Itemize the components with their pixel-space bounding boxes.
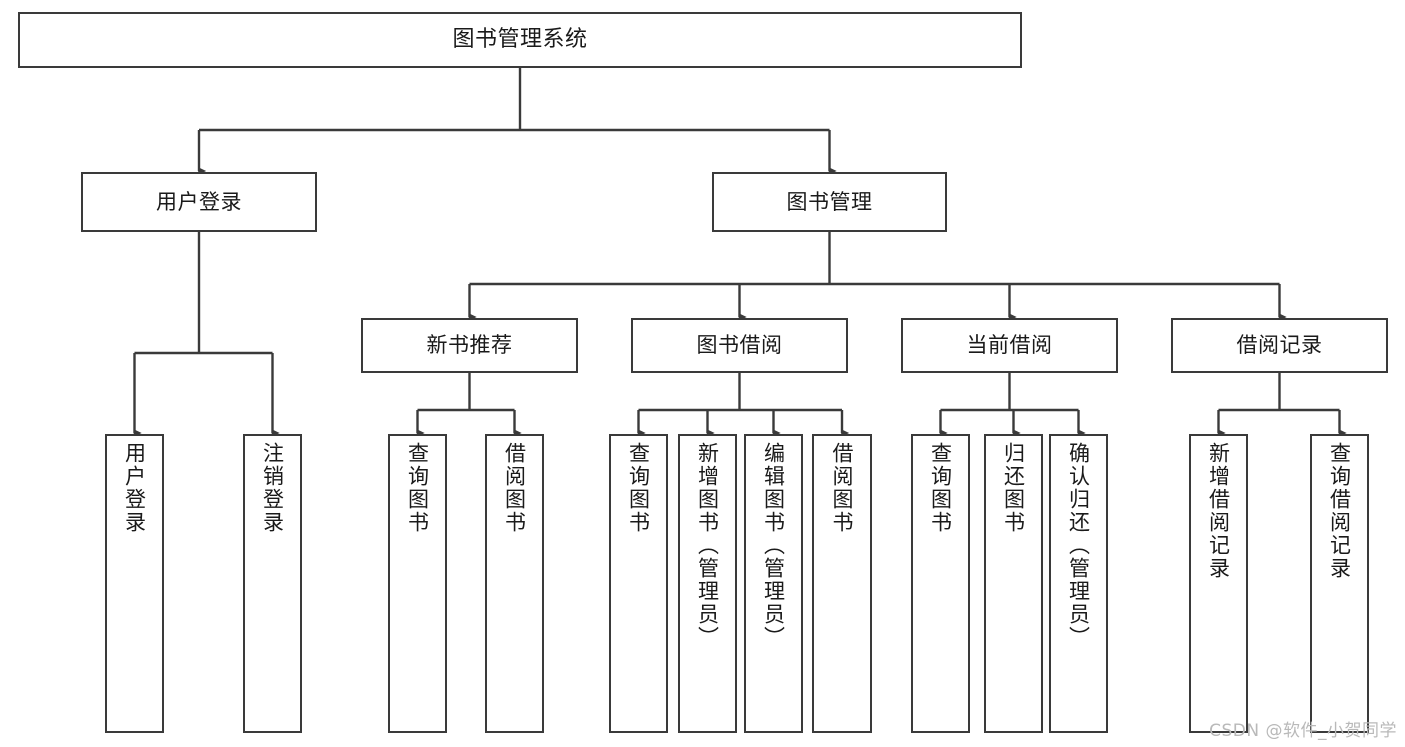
node-label: 图书管理	[786, 189, 873, 214]
node-user-login-module[interactable]: 用户登录	[81, 172, 317, 232]
node-label: 归还图书	[1001, 442, 1026, 534]
node-leaf-borrow-book[interactable]: 借阅图书	[812, 434, 872, 733]
node-label: 新增图书（管理员）	[695, 442, 720, 649]
node-label: 编辑图书（管理员）	[761, 442, 786, 649]
node-leaf-borrow-book-recommend[interactable]: 借阅图书	[485, 434, 544, 733]
node-new-book-recommendation[interactable]: 新书推荐	[361, 318, 578, 373]
node-leaf-edit-book-admin[interactable]: 编辑图书（管理员）	[744, 434, 803, 733]
node-leaf-query-book-current[interactable]: 查询图书	[911, 434, 970, 733]
node-loan-records[interactable]: 借阅记录	[1171, 318, 1388, 373]
node-current-loans[interactable]: 当前借阅	[901, 318, 1118, 373]
node-label: 新增借阅记录	[1206, 442, 1231, 580]
node-leaf-return-book[interactable]: 归还图书	[984, 434, 1043, 733]
node-leaf-query-book-borrow[interactable]: 查询图书	[609, 434, 668, 733]
node-leaf-add-book-admin[interactable]: 新增图书（管理员）	[678, 434, 737, 733]
node-label: 图书借阅	[696, 333, 783, 358]
node-label: 新书推荐	[426, 333, 513, 358]
node-leaf-add-loan-record[interactable]: 新增借阅记录	[1189, 434, 1248, 733]
node-label: 借阅图书	[502, 442, 527, 534]
csdn-watermark: CSDN @软件_小贺同学	[1209, 721, 1397, 741]
node-leaf-query-book-recommend[interactable]: 查询图书	[388, 434, 447, 733]
node-book-management-module[interactable]: 图书管理	[712, 172, 947, 232]
node-leaf-query-loan-record[interactable]: 查询借阅记录	[1310, 434, 1369, 733]
node-label: 查询借阅记录	[1327, 442, 1352, 580]
node-label: 确认归还（管理员）	[1066, 442, 1091, 649]
node-label: 用户登录	[156, 189, 242, 214]
node-label: 借阅图书	[830, 442, 855, 534]
node-root-system[interactable]: 图书管理系统	[18, 12, 1022, 68]
node-leaf-user-logout[interactable]: 注销登录	[243, 434, 302, 733]
node-book-borrowing[interactable]: 图书借阅	[631, 318, 848, 373]
node-label: 查询图书	[626, 442, 651, 534]
node-leaf-user-login[interactable]: 用户登录	[105, 434, 164, 733]
node-label: 用户登录	[122, 442, 147, 534]
node-label: 注销登录	[260, 442, 285, 534]
node-label: 图书管理系统	[452, 27, 588, 53]
node-label: 查询图书	[928, 442, 953, 534]
node-label: 查询图书	[405, 442, 430, 534]
node-label: 当前借阅	[966, 333, 1053, 358]
node-leaf-confirm-return-admin[interactable]: 确认归还（管理员）	[1049, 434, 1108, 733]
node-label: 借阅记录	[1236, 333, 1323, 358]
